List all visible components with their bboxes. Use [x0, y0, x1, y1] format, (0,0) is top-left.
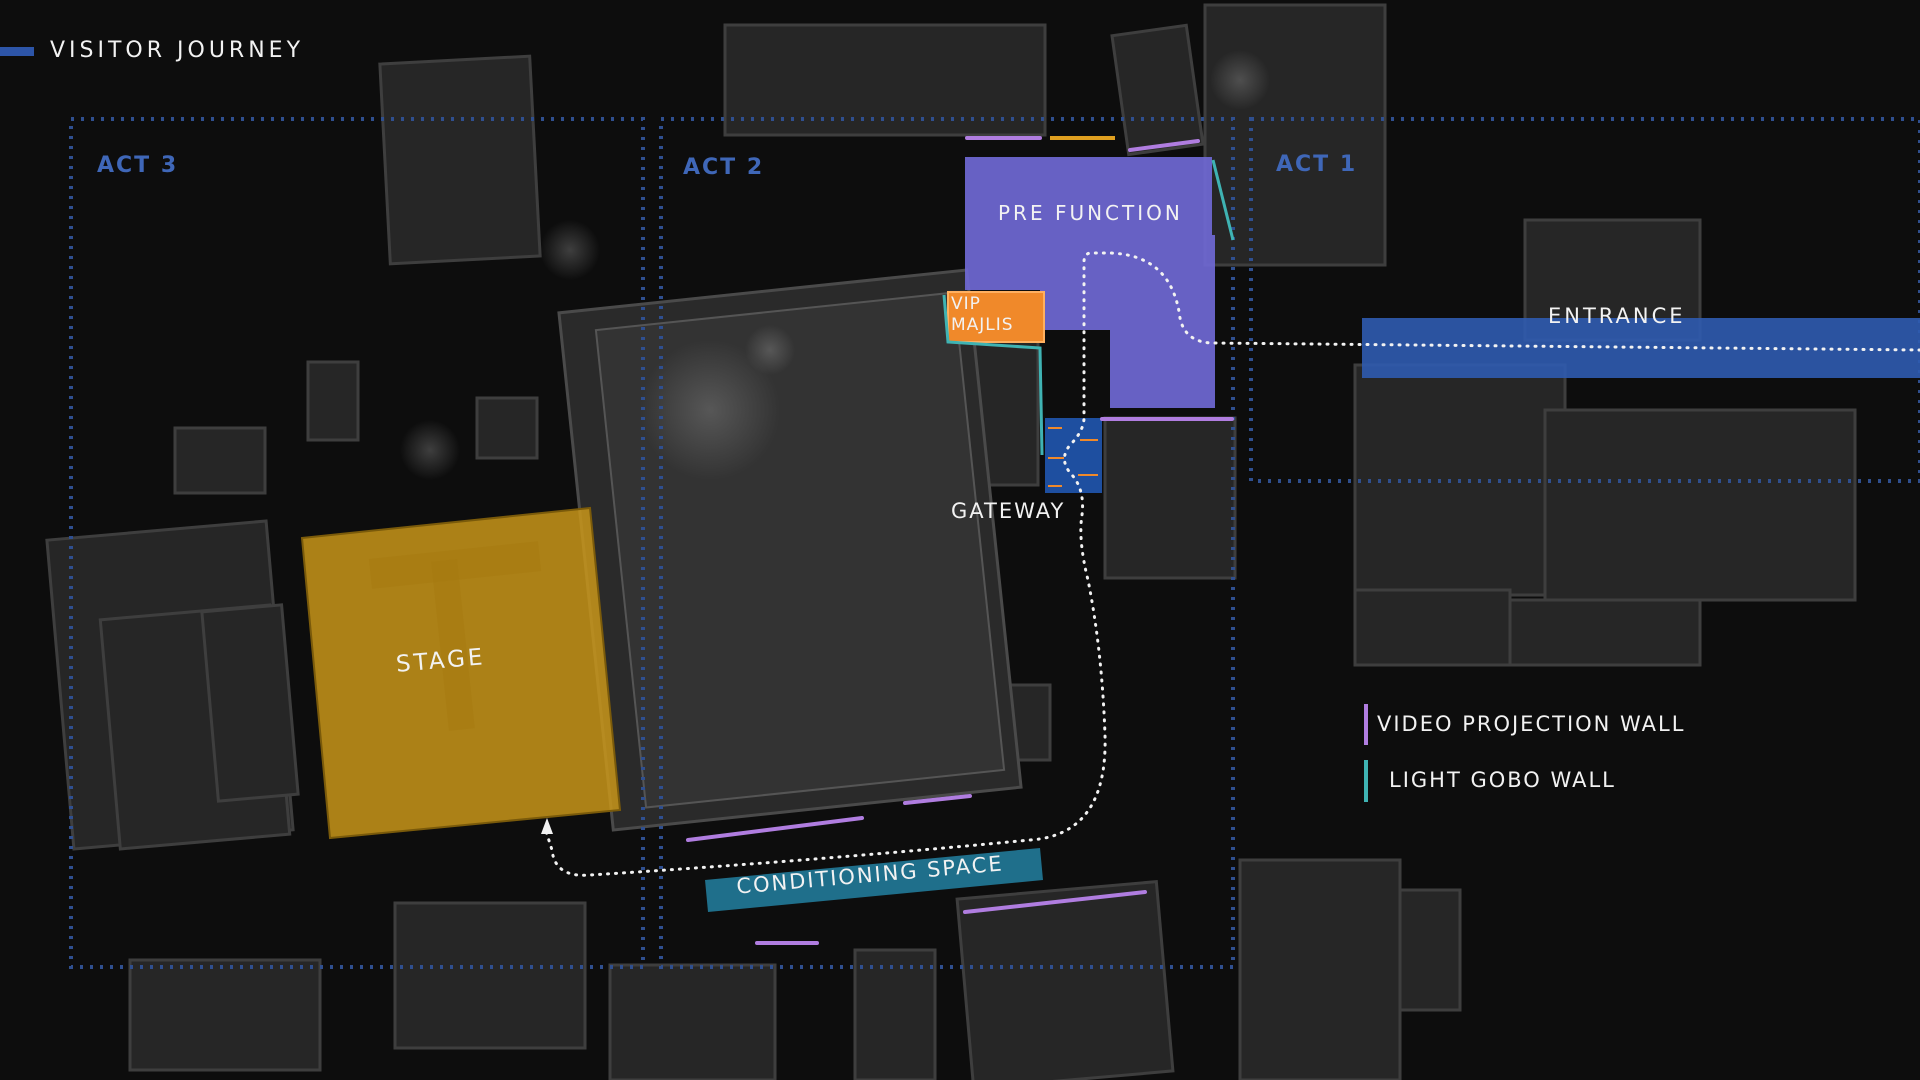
act-1-zone: [1249, 117, 1920, 483]
legend-gobo-label: LIGHT GOBO WALL: [1389, 768, 1616, 792]
act-2-label: ACT 2: [683, 155, 765, 180]
arrow-up-icon: [541, 818, 553, 834]
vip-majlis-zone: [947, 291, 1045, 343]
pre-function-zone: [965, 157, 1215, 408]
pre-function-label: PRE FUNCTION: [998, 201, 1183, 225]
title-accent-bar: [0, 47, 34, 56]
vip-label-line2: MAJLIS: [951, 315, 1014, 335]
conditioning-space-zone: [705, 848, 1043, 912]
act-1-label: ACT 1: [1276, 152, 1358, 177]
page-title: VISITOR JOURNEY: [50, 38, 305, 63]
vip-label-line1: VIP: [951, 294, 981, 314]
gateway-zone: [1045, 418, 1102, 493]
visitor-path: [543, 251, 1920, 877]
act-boundaries: [69, 117, 1920, 969]
act-3-label: ACT 3: [97, 153, 179, 178]
central-building: [400, 50, 1270, 832]
video-projection-walls: [686, 136, 1234, 945]
legend-projection-label: VIDEO PROJECTION WALL: [1377, 712, 1686, 736]
stage-zone: [300, 506, 622, 840]
light-gobo-walls: [942, 159, 1235, 456]
entrance-label: ENTRANCE: [1548, 304, 1686, 328]
gateway-label: GATEWAY: [951, 499, 1066, 523]
